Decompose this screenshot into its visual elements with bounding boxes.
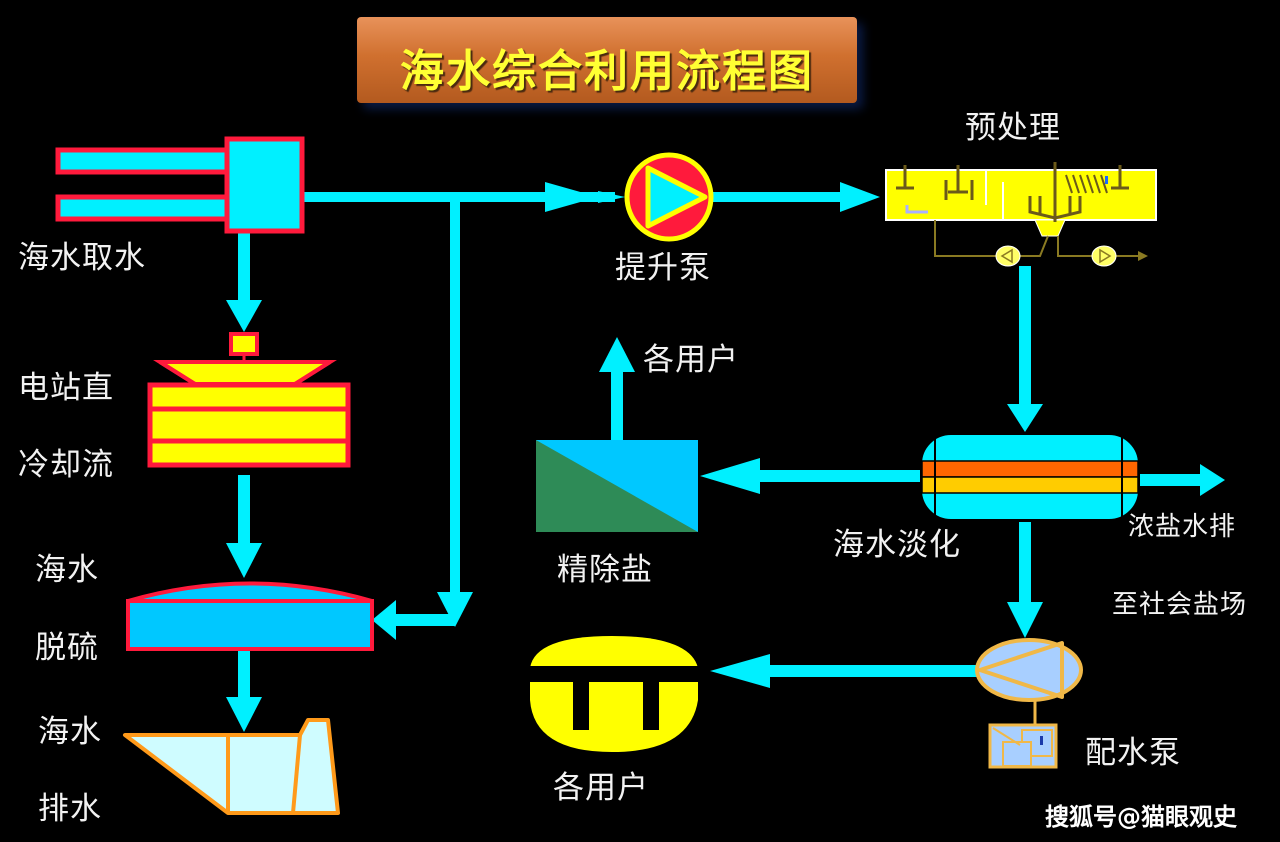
arrow-to-cooling (226, 300, 262, 332)
arrow-tip-thin (598, 191, 625, 203)
distribution-pump-icon (975, 638, 1083, 769)
pipe-pump-to-pretreat (713, 192, 843, 202)
label-power-cooling-1: 电站直 (18, 370, 114, 406)
seawater-intake-icon (55, 136, 305, 234)
arrow-to-users-top (599, 337, 635, 372)
pipe-branch-down (450, 197, 460, 597)
pipe-brine (1140, 474, 1202, 486)
label-users-bottom: 各用户 (553, 770, 649, 806)
label-drainage-1: 海水 (38, 714, 102, 750)
drainage-basin-icon (123, 718, 340, 815)
diagram-title: 海水综合利用流程图 (400, 46, 814, 97)
label-brine-1: 浓盐水排 (1128, 512, 1237, 542)
pipe-dist-to-users (765, 665, 980, 677)
label-desalination: 海水淡化 (833, 527, 961, 563)
pipe-desal-to-dist (1019, 522, 1031, 604)
label-pretreatment: 预处理 (965, 110, 1061, 146)
label-desulfurization-2: 脱硫 (35, 630, 99, 666)
title-banner: 海水综合利用流程图 (357, 17, 857, 103)
arrow-to-desulfurization (372, 600, 396, 640)
cooling-condenser-icon (147, 332, 351, 468)
arrow-branch-down (437, 592, 473, 627)
arrow-to-distribution-pump (1007, 602, 1043, 638)
pipes (226, 182, 1225, 732)
label-power-cooling-2: 冷却流 (18, 447, 114, 483)
arrow-to-lift-pump (545, 182, 598, 212)
water-tower-icon (530, 636, 698, 752)
pipe-intake-to-cooling (238, 232, 250, 300)
watermark: 搜狐号@猫眼观史 (1045, 803, 1237, 831)
pipe-pretreat-to-desal (1019, 266, 1031, 406)
label-users-top: 各用户 (643, 342, 739, 378)
arrow-to-desalination (1007, 404, 1043, 432)
label-seawater-intake: 海水取水 (18, 240, 146, 276)
arrow-brine (1200, 464, 1225, 496)
pipe-desulf-to-drain (238, 650, 250, 698)
arrow-to-refined-salt (700, 458, 760, 494)
label-desulfurization-1: 海水 (35, 552, 99, 588)
desulfurization-tower-icon (126, 581, 374, 651)
label-brine-2: 至社会盐场 (1112, 590, 1248, 620)
pipe-desal-to-salt (758, 470, 923, 482)
label-refined-salt: 精除盐 (557, 552, 653, 588)
arrow-to-drain (226, 697, 262, 732)
arrow-to-desulf (226, 543, 262, 578)
label-distribution-pump: 配水泵 (1085, 735, 1181, 771)
desalination-unit-icon (920, 433, 1140, 521)
label-drainage-2: 排水 (38, 791, 102, 827)
ion-exchange-icon (536, 440, 698, 532)
arrow-to-users-bottom (710, 654, 770, 688)
pump-icon (624, 152, 714, 242)
pretreatment-tank-icon (885, 162, 1157, 267)
pipe-salt-to-users (611, 370, 623, 442)
arrow-to-pretreatment (840, 182, 880, 212)
pipe-branch-left (395, 614, 455, 626)
pipe-cooling-to-desulf (238, 475, 250, 543)
label-lift-pump: 提升泵 (615, 250, 711, 286)
